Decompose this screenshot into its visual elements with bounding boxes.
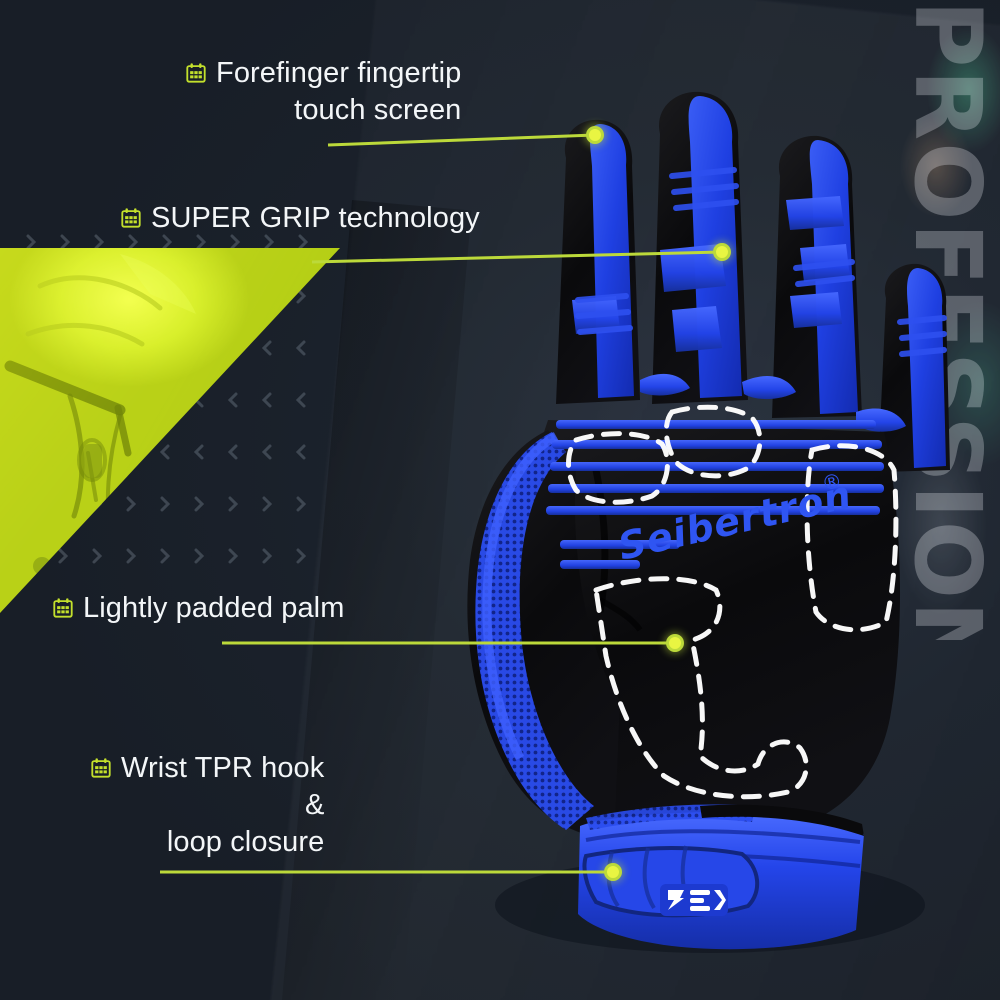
- callout-wrist-closure-line3: loop closure: [166, 826, 325, 859]
- callout-dot-padded-palm[interactable]: [666, 634, 684, 652]
- watermark-label: PROFESSIONAL: [894, 0, 1000, 640]
- callout-padded-palm-line1: Lightly padded palm: [83, 592, 345, 624]
- calendar-icon: [91, 758, 111, 778]
- callout-wrist-closure-label: Wrist TPR hook & loop closure: [90, 750, 324, 861]
- callout-padded-palm-label: Lightly padded palm: [52, 590, 344, 627]
- callout-dot-touchscreen[interactable]: [586, 126, 604, 144]
- callout-padded-palm[interactable]: Lightly padded palm: [52, 590, 344, 627]
- callout-wrist-closure-line2: &: [304, 789, 325, 822]
- callout-touchscreen[interactable]: Forefinger fingertip touch screen: [185, 55, 461, 129]
- callout-dot-wrist[interactable]: [604, 863, 622, 881]
- professional-watermark: PROFESSIONAL: [892, 0, 1000, 640]
- callout-touchscreen-line1: Forefinger fingertip: [216, 57, 462, 89]
- callout-dot-supergrip[interactable]: [713, 243, 731, 261]
- callout-supergrip[interactable]: SUPER GRIP technology: [120, 200, 480, 237]
- callout-supergrip-line1: SUPER GRIP technology: [151, 202, 480, 234]
- calendar-icon: [121, 208, 141, 228]
- callout-supergrip-label: SUPER GRIP technology: [120, 200, 480, 237]
- bicycle-silhouette: [4, 254, 196, 575]
- callout-wrist-closure[interactable]: Wrist TPR hook & loop closure: [90, 750, 324, 861]
- calendar-icon: [186, 63, 206, 83]
- callout-touchscreen-line2: touch screen: [294, 94, 462, 127]
- calendar-icon: [53, 598, 73, 618]
- callout-touchscreen-label: Forefinger fingertip touch screen: [185, 55, 461, 129]
- callout-wrist-closure-line1: Wrist TPR hook: [121, 752, 325, 784]
